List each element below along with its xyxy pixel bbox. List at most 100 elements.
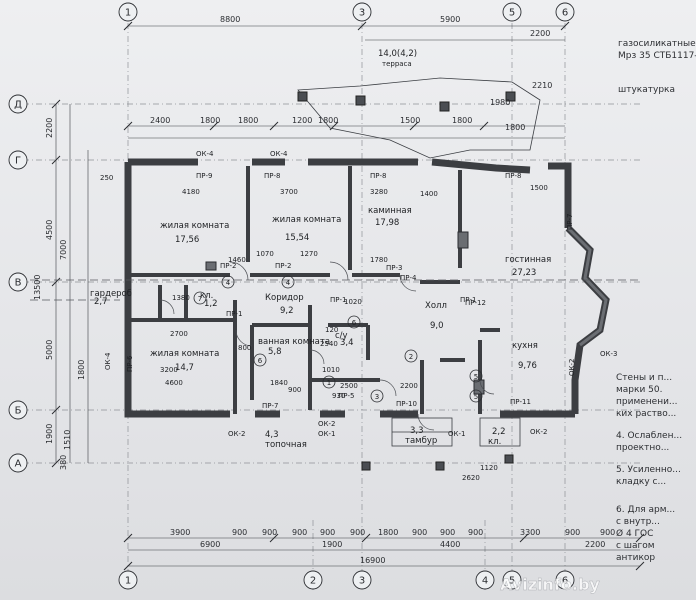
axis-top-3-circle: [352, 2, 372, 22]
section-marker-circle: [370, 389, 384, 403]
axis-top-5-text: 5: [509, 8, 515, 19]
inner-dim-15: 250: [100, 174, 113, 182]
opening-label-4: ПР-8: [370, 172, 386, 180]
inner-dim-0: 4180: [182, 188, 200, 196]
dim-bottom-row2-0: 6900: [200, 540, 220, 549]
note-line-1: Мрз 35 СТБ1117-: [618, 51, 696, 61]
dim-top-s1: 2400: [150, 116, 170, 125]
inner-dim-13: 2200: [400, 382, 418, 390]
dim-bottom-row1-3: 900: [292, 528, 307, 537]
inner-dim-1: 3700: [280, 188, 298, 196]
opening-label-18: ПР-7: [262, 402, 278, 410]
section-marker-text: 1: [327, 379, 331, 387]
section-marker-circle: [469, 369, 483, 383]
inner-dim-19: 1270: [300, 250, 318, 258]
inner-dim-14: 120: [325, 326, 338, 334]
section-marker-circle: [221, 275, 235, 289]
terrace-name: терраса: [382, 60, 412, 68]
opening-label-22: ОК-1: [318, 430, 335, 438]
section-marker-5: 2: [404, 349, 418, 363]
room-area-6: 9,2: [280, 306, 294, 316]
section-marker-circle: [347, 315, 361, 329]
door-swings: [159, 261, 495, 431]
section-marker-circle: [404, 349, 418, 363]
opening-label-7: ОК-2: [568, 359, 576, 376]
section-marker-text: 2: [409, 353, 413, 361]
dim-top-s9: 1980: [490, 98, 510, 107]
dim-top-s7: 1800: [452, 116, 472, 125]
room-name-1: жилая комната: [272, 215, 341, 225]
inner-dim-24: 1500: [530, 184, 548, 192]
axis-left-0-text: Д: [14, 100, 22, 111]
note-line-10: кладку с...: [616, 477, 666, 487]
axis-bottom-1-circle: [118, 570, 138, 590]
opening-label-27: ПР-3: [386, 264, 402, 272]
opening-label-25: ОК-2: [318, 420, 335, 428]
opening-label-21: ОК-2: [228, 430, 245, 438]
room-area-2: 17,98: [375, 218, 399, 228]
exterior-wall-fill: [566, 226, 608, 347]
dimension-ticks: [51, 21, 645, 571]
dim-bottom-row1-0: 3900: [170, 528, 190, 537]
note-line-7: 4. Ослаблен...: [616, 431, 682, 441]
inner-dim-11: 2540: [320, 340, 338, 348]
inner-dim-9: 1840: [270, 379, 288, 387]
axis-bottom-4: 4: [475, 570, 495, 590]
room-name-3: гостинная: [505, 255, 551, 265]
axis-left-2-circle: [8, 272, 28, 292]
section-lines: [30, 279, 640, 301]
dim-left-l6: 1900: [45, 424, 54, 444]
axis-top-5: 5: [502, 2, 522, 22]
dim-bottom-overall: 16900: [360, 556, 385, 565]
axis-bottom-6: 6: [555, 570, 575, 590]
room-name-2: каминная: [368, 206, 412, 216]
section-marker-4: 6: [253, 353, 267, 367]
section-marker-text: 5: [474, 373, 478, 381]
axis-bottom-4-text: 4: [482, 576, 488, 587]
room-area-10: 9,76: [518, 361, 537, 371]
room-name-13: тамбур: [405, 436, 437, 446]
dim-left-l1: 2200: [45, 118, 54, 138]
note-line-12: с внутр...: [616, 517, 660, 527]
inner-dim-22: 930: [332, 392, 345, 400]
section-marker-0: 7: [193, 291, 207, 305]
room-name-4: гардероб: [90, 289, 132, 299]
dim-left-l5: 5000: [45, 340, 54, 360]
axis-left-1: Г: [8, 150, 28, 170]
section-marker-1: 4: [221, 275, 235, 289]
axis-bottom-5-circle: [502, 570, 522, 590]
room-area-8: 3,4: [340, 338, 354, 348]
dim-bottom-row1-2: 900: [262, 528, 277, 537]
dim-bottom-row1-5: 900: [350, 528, 365, 537]
dim-bottom-row1-9: 900: [468, 528, 483, 537]
axis-top-1-text: 1: [125, 8, 131, 19]
inner-dim-12: 2500: [340, 382, 358, 390]
note-line-0: газосиликатные б...: [618, 39, 696, 49]
room-area-12: 4,3: [265, 430, 279, 440]
dim-bottom-row1-11: 900: [565, 528, 580, 537]
dim-bottom-row1-1: 900: [232, 528, 247, 537]
room-name-7: ванная комната: [258, 337, 330, 347]
room-name-10: кухня: [512, 341, 538, 351]
inner-dim-7: 4600: [165, 379, 183, 387]
axis-top-5-circle: [502, 2, 522, 22]
axis-left-4: А: [8, 453, 28, 473]
room-name-14: кл.: [488, 437, 501, 447]
inner-dim-5: 1460: [228, 256, 246, 264]
inner-dim-25: 2620: [462, 474, 480, 482]
axis-bottom-2-text: 2: [310, 576, 316, 587]
dim-left-l2: 4500: [45, 220, 54, 240]
dim-top-s4: 1200: [292, 116, 312, 125]
inner-dim-8: 3200: [160, 366, 178, 374]
inner-dim-4: 2700: [170, 330, 188, 338]
section-marker-circle: [281, 275, 295, 289]
opening-label-20: ПР-11: [510, 398, 531, 406]
opening-label-14: ПР-1: [226, 310, 242, 318]
opening-label-1: ОК-4: [270, 150, 288, 158]
axis-left-2-text: В: [15, 278, 22, 289]
dimension-lines: [55, 25, 640, 567]
axis-bottom-6-circle: [555, 570, 575, 590]
axis-left-1-circle: [8, 150, 28, 170]
dim-bottom-row1-6: 1800: [378, 528, 398, 537]
